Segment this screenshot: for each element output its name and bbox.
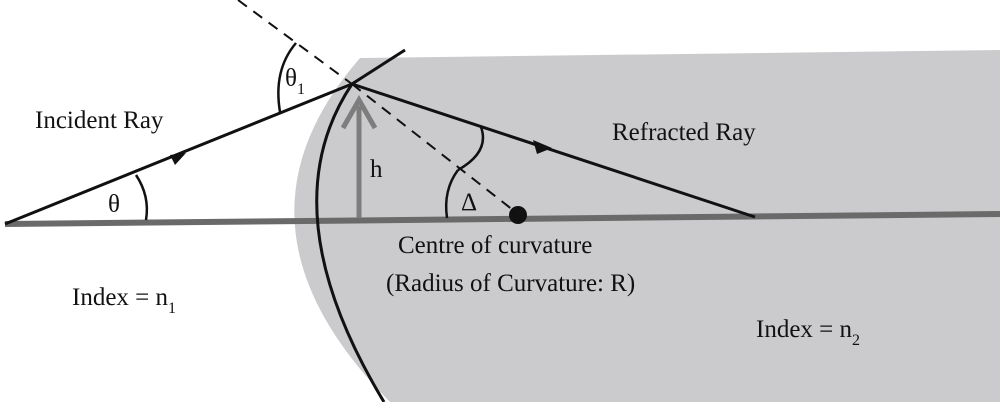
theta1-arc — [277, 42, 297, 113]
index-n2-label: Index = n2 — [756, 316, 860, 349]
theta1-label: θ1 — [285, 65, 305, 98]
refraction-angle-arc — [457, 126, 485, 172]
refracted-ray-arrowhead — [533, 140, 552, 154]
theta-label: θ — [108, 191, 120, 218]
index-n2-subscript: 2 — [852, 332, 860, 349]
normal-to-centre-dashed — [351, 83, 519, 215]
theta-arc — [134, 174, 149, 221]
refracted-ray — [351, 82, 756, 219]
refracted-ray-label: Refracted Ray — [612, 119, 756, 146]
theta1-subscript: 1 — [297, 81, 305, 98]
incident-ray-label: Incident Ray — [35, 107, 164, 134]
centre-of-curvature-label: Centre of curvature — [398, 232, 592, 259]
index-n1-subscript: 1 — [168, 300, 176, 317]
index-n1-label: Index = n1 — [72, 284, 176, 317]
delta-label: Δ — [461, 189, 477, 216]
index-n1-text: Index = n — [72, 284, 169, 311]
height-arrowhead — [340, 94, 378, 130]
surface-normal-dashed — [237, 0, 353, 85]
optical-axis — [4, 211, 1000, 227]
refracting-surface — [315, 48, 406, 402]
incident-ray-arrowhead — [170, 153, 186, 165]
radius-of-curvature-label: (Radius of Curvature: R) — [386, 270, 635, 297]
index-n2-text: Index = n — [756, 316, 853, 343]
theta1-symbol: θ — [285, 65, 297, 92]
medium-n2-region — [294, 50, 1000, 402]
delta-arc — [444, 169, 460, 219]
height-label: h — [370, 156, 383, 183]
centre-of-curvature-point — [509, 206, 527, 224]
